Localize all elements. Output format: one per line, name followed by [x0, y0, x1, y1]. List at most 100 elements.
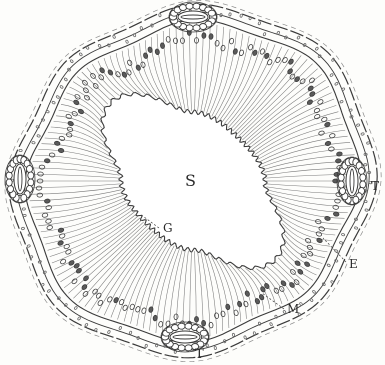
epithelial-nucleus: [58, 148, 64, 153]
epithelial-nucleus: [324, 216, 330, 221]
epithelial-nucleus: [160, 43, 165, 49]
muscle-nucleus: [47, 289, 51, 293]
epithelial-nucleus: [129, 304, 135, 311]
epithelial-cell-wall: [29, 174, 120, 178]
epithelial-nucleus: [237, 301, 243, 308]
label-muscle-m: M: [287, 302, 299, 316]
muscle-nucleus: [133, 33, 136, 37]
muscle-nucleus: [315, 47, 319, 51]
trachea-cell: [178, 323, 185, 329]
epithelial-nucleus: [135, 306, 141, 313]
label-epithelium-e: E: [349, 257, 358, 271]
epithelial-nucleus: [173, 38, 178, 44]
muscle-nucleus: [74, 306, 78, 310]
muscle-nucleus: [79, 52, 83, 56]
epithelial-nucleus: [119, 299, 125, 306]
muscle-nucleus: [22, 208, 26, 211]
muscle-nucleus: [330, 73, 334, 77]
epithelial-nucleus: [314, 114, 321, 120]
epithelial-cell-wall: [28, 187, 120, 195]
epithelial-nucleus: [239, 50, 245, 57]
epithelial-cell-wall: [98, 61, 124, 94]
epithelial-nucleus: [321, 116, 328, 122]
epithelial-cell-wall: [271, 264, 299, 294]
epithelial-nucleus: [316, 231, 323, 237]
trachea-inner-ring: [178, 11, 208, 23]
trachea-cell: [179, 5, 186, 11]
muscle-nucleus: [365, 209, 369, 212]
epithelial-nucleus: [99, 67, 106, 74]
muscle-nucleus: [214, 346, 217, 349]
trachea-inner-ring: [14, 164, 26, 194]
epithelial-nucleus: [225, 304, 230, 310]
epithelial-nucleus: [71, 278, 78, 285]
muscle-nucleus: [125, 40, 128, 44]
epithelial-nucleus: [282, 57, 288, 64]
label-gland-g: G: [163, 221, 173, 235]
epithelial-nucleus: [328, 146, 334, 151]
epithelial-nucleus: [308, 77, 315, 84]
leader-m: [262, 293, 284, 309]
trachea-cell: [353, 196, 359, 203]
epithelial-nucleus: [306, 244, 313, 250]
muscle-nucleus: [253, 331, 256, 335]
epithelial-nucleus: [209, 322, 214, 328]
trachea-inner-ring: [170, 331, 200, 343]
muscle-nucleus: [341, 87, 345, 91]
epithelial-cell-wall: [77, 77, 108, 105]
muscle-nucleus: [98, 44, 102, 48]
muscle-nucleus: [21, 227, 25, 230]
epithelial-cell-wall: [170, 28, 182, 109]
epithelial-cell-wall: [212, 31, 237, 116]
muscle-nucleus: [23, 214, 27, 217]
epithelial-cell-wall: [60, 220, 141, 282]
muscle-nucleus: [85, 323, 89, 327]
epithelial-nucleus: [44, 158, 50, 163]
epithelial-cell-wall: [183, 24, 189, 111]
epithelial-cell-wall: [34, 195, 124, 213]
trachea-cell: [360, 174, 366, 181]
epithelial-nucleus: [202, 33, 206, 39]
muscle-nucleus: [330, 280, 334, 284]
trachea-cell: [208, 10, 215, 16]
epithelial-nucleus: [65, 113, 72, 119]
muscle-nucleus: [366, 142, 370, 145]
epithelial-cell-wall: [208, 254, 223, 331]
trachea-cell: [28, 172, 34, 179]
epithelial-nucleus: [127, 59, 133, 66]
muscle-nucleus: [129, 331, 132, 335]
epithelial-cell-wall: [104, 235, 157, 316]
epithelial-cell-wall: [85, 229, 152, 306]
epithelial-cell-wall: [228, 47, 281, 128]
muscle-nucleus: [361, 133, 365, 136]
epithelial-nucleus: [316, 237, 323, 243]
epithelial-cell-wall: [237, 59, 308, 134]
epithelial-nucleus: [140, 61, 146, 68]
epithelial-cell-wall: [38, 149, 115, 165]
epithelial-nucleus: [243, 301, 249, 308]
label-trachea-bottom-t: T: [195, 347, 204, 362]
epithelial-nucleus: [317, 99, 324, 105]
muscle-nucleus: [299, 302, 303, 306]
muscle-nucleus: [340, 100, 344, 103]
muscle-nucleus: [159, 13, 162, 17]
epithelial-nucleus: [63, 243, 70, 249]
epithelial-cell-wall: [239, 64, 313, 137]
epithelial-nucleus: [254, 298, 260, 305]
muscle-nucleus: [331, 58, 335, 62]
muscle-nucleus: [145, 344, 148, 348]
muscle-nucleus: [283, 310, 287, 314]
trachea-top: [169, 2, 217, 32]
muscle-nucleus: [60, 85, 64, 89]
trachea-cell: [338, 181, 344, 188]
trachea-cell: [6, 179, 12, 186]
epithelial-nucleus: [148, 306, 153, 312]
trachea-inner-ring: [346, 166, 358, 196]
muscle-nucleus: [364, 200, 367, 203]
epithelial-nucleus: [180, 38, 184, 44]
epithelial-nucleus: [46, 205, 52, 210]
muscle-nucleus: [56, 95, 60, 99]
muscle-nucleus: [258, 21, 261, 25]
muscle-nucleus: [155, 344, 158, 348]
epithelial-nucleus: [113, 297, 119, 304]
